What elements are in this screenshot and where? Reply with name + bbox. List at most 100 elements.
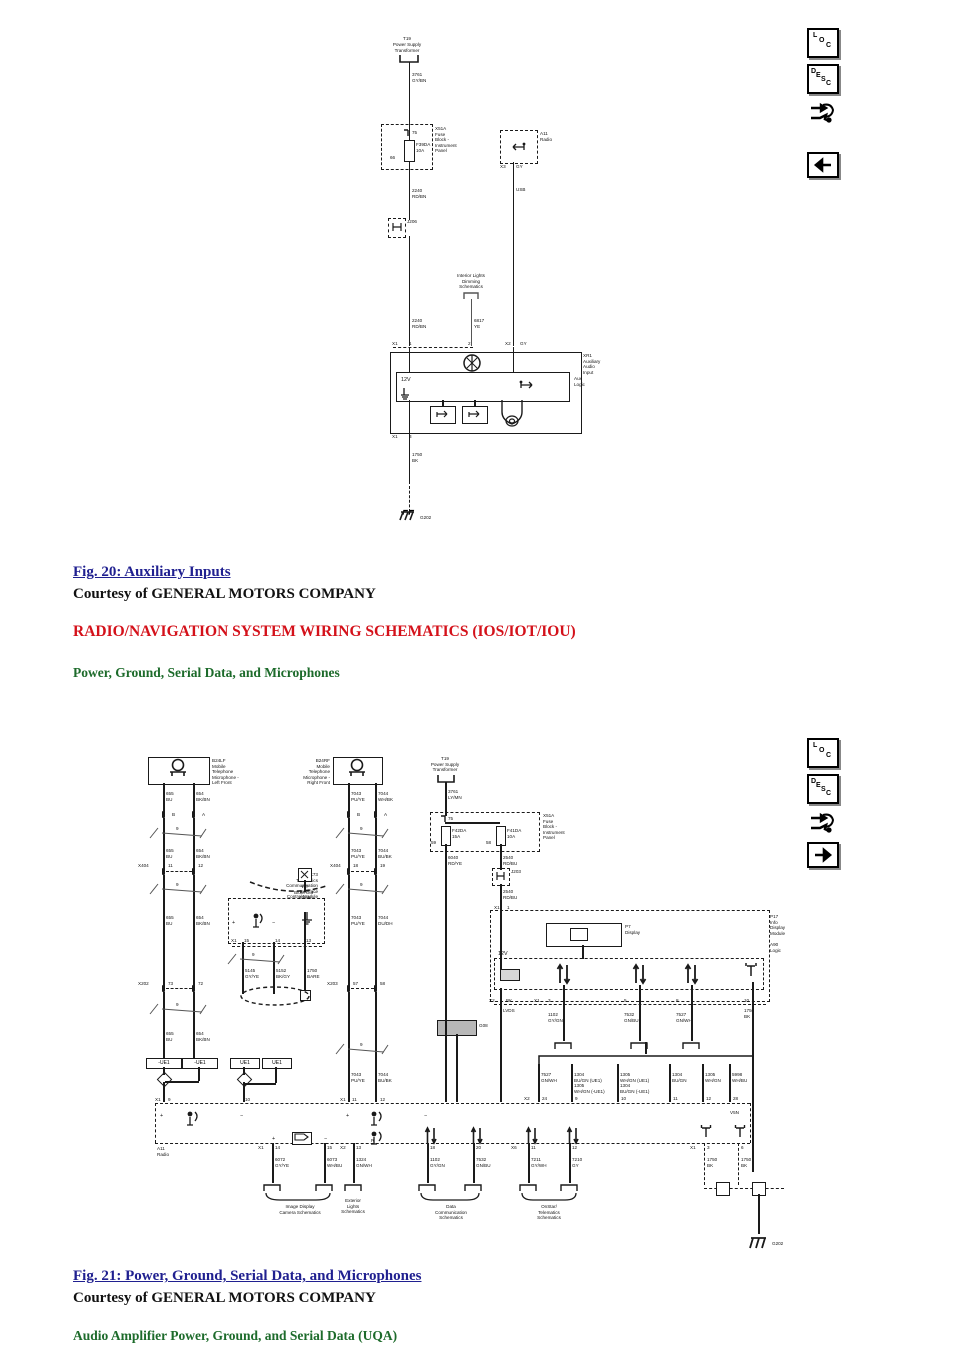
ext-sym-r: R <box>371 1138 375 1143</box>
k73-gauge-slash <box>227 953 285 965</box>
os-wire-num-12: 7210 <box>572 1157 583 1162</box>
arrows-wrench-icon-2[interactable] <box>808 810 838 836</box>
forward-arrow-button[interactable] <box>807 842 839 868</box>
x2-color-label: GY <box>520 341 527 346</box>
p17-wire-color-1: GN/BU <box>624 1017 639 1023</box>
p17-wire-color-3: BK <box>744 1013 751 1019</box>
p17-lead-8 <box>691 985 693 1005</box>
fuse-f39da-id: F39DA <box>416 142 431 147</box>
ref-3-l2: Telematics <box>538 1209 560 1215</box>
audio-jack-icon <box>501 400 523 427</box>
microphone-icon-left <box>170 758 186 776</box>
fuse-pin-top: 75 <box>412 130 418 135</box>
mic-symbol-icon-1 <box>187 1111 198 1126</box>
fig21-link[interactable]: Fig. 21: Power, Ground, Serial Data, and… <box>73 1268 422 1284</box>
k73-l4: Control Module <box>286 894 318 899</box>
arrows-wrench-icon[interactable] <box>808 100 838 126</box>
usb-port-2-icon <box>468 410 480 418</box>
wire-2240a-line <box>408 168 411 220</box>
cam-bracket-14 <box>263 1184 281 1191</box>
dc-bracket-20 <box>464 1184 482 1191</box>
ref-2-l2: Communication <box>435 1209 467 1215</box>
w7044-num: 7044 <box>378 791 389 796</box>
module-pin-x2-lead <box>512 347 515 383</box>
k73-dash-row <box>232 946 322 947</box>
fig20-link[interactable]: Fig. 20: Auxiliary Inputs <box>73 564 231 580</box>
k73-lead-13 <box>304 912 306 994</box>
lamp-symbol-icon <box>463 354 481 372</box>
ref-3-l1: OnStar/ <box>541 1204 557 1209</box>
ref-0-l2: Camera Schematics <box>279 1209 321 1215</box>
x202-p1: 73 <box>168 981 174 986</box>
os-wire-line-11 <box>528 1143 530 1183</box>
ext-bracket <box>344 1184 362 1191</box>
p17-pin-conn-0: X1 <box>534 998 540 1003</box>
loc2-label-l: L <box>813 742 818 749</box>
bus-wire-3 <box>669 1064 671 1102</box>
gnd-dash-3 <box>704 1143 705 1185</box>
x51a-l4: Panel <box>435 148 447 153</box>
x404-pin11 <box>161 868 165 875</box>
wire-2240b-num: 2240 <box>412 318 423 323</box>
w655b-num: 655 <box>166 848 174 853</box>
desc-button[interactable]: D E S C <box>807 64 839 94</box>
loc-button[interactable]: L O C <box>807 28 839 58</box>
mic-right-wire-b <box>348 818 350 870</box>
os-wire-color-12: GY <box>572 1162 579 1168</box>
usb2-lead <box>474 400 476 406</box>
bus-num2-1: 1305 <box>574 1083 585 1088</box>
mic-left-pinlabel-b: B <box>172 812 176 817</box>
desc-button-2[interactable]: D E S C <box>807 774 839 804</box>
connector-j206-box <box>388 218 406 238</box>
t19b-l1: Power Supply <box>430 761 460 767</box>
ground-glyph-icon <box>399 511 414 521</box>
transceiver-arrows-6 <box>525 1126 538 1145</box>
x51a-l2: Block - <box>435 137 450 142</box>
desc2-label-d: D <box>811 778 817 785</box>
toolbar-top: L O C D E S C <box>806 28 840 178</box>
wire-3761b-num: 3761 <box>448 789 459 794</box>
p17-l2: Display <box>770 925 786 930</box>
x203-pin57 <box>346 985 350 992</box>
w654b-num: 654 <box>196 848 204 853</box>
mic-left-gauge-3: 9 <box>176 1002 179 1007</box>
x404r-conn-label: X404 <box>330 863 341 868</box>
bus-pin-5: 28 <box>733 1096 739 1101</box>
dc-wire-line-18 <box>427 1143 429 1183</box>
wire-1750-num: 1750 <box>412 452 423 457</box>
xr1-id: XR1 <box>583 353 592 358</box>
loc-button-2[interactable]: L O C <box>807 738 839 768</box>
dc-wire-num-18: 1102 <box>430 1157 440 1162</box>
usb1-lead <box>442 400 444 406</box>
desc2-label-e: E <box>816 782 821 789</box>
radio-pin-conn-2: X1 <box>340 1097 346 1102</box>
back-arrow-button[interactable] <box>807 152 839 178</box>
bus-color2-2: BU/GN (-UE1) <box>620 1088 650 1094</box>
fuse-f41da-id: F41DA <box>507 828 522 833</box>
w7043b-color: PU/YE <box>351 853 365 859</box>
p17-wire-5 <box>639 1005 641 1041</box>
x1-conn-label: X1 <box>392 341 398 346</box>
fuse-f41da-rating: 10A <box>507 833 516 839</box>
interior-lights-l1: Interior Lights <box>457 273 485 278</box>
x51a2-l1: Fuse <box>543 818 554 824</box>
radio-pin-num-0: 9 <box>168 1097 171 1102</box>
mic-right-lead-a <box>375 783 377 813</box>
bus-conn-x2: X2 <box>524 1096 530 1101</box>
wire-654-long <box>193 875 195 987</box>
w654c-color: BK/BN <box>196 920 210 926</box>
w7044b-num: 7044 <box>378 848 389 853</box>
ref-brace-0 <box>265 1192 331 1201</box>
shield-splice-box <box>300 990 311 1001</box>
desc-label-c: C <box>826 80 832 87</box>
p17-wire-color-0: GY/GN <box>548 1017 563 1023</box>
k73-w14-num: 5152 <box>276 968 287 973</box>
x202-pin72 <box>191 985 195 992</box>
wire-7043-long <box>348 875 350 987</box>
mic-right-wire-a <box>375 818 377 870</box>
radio-a11-id: A11 <box>540 131 548 136</box>
b24lf-l3: Microphone - <box>212 774 239 780</box>
fuse-pin-bottom: 66 <box>390 155 396 160</box>
k73-lead-14 <box>273 942 275 994</box>
k73-conn: X1 <box>231 938 237 943</box>
